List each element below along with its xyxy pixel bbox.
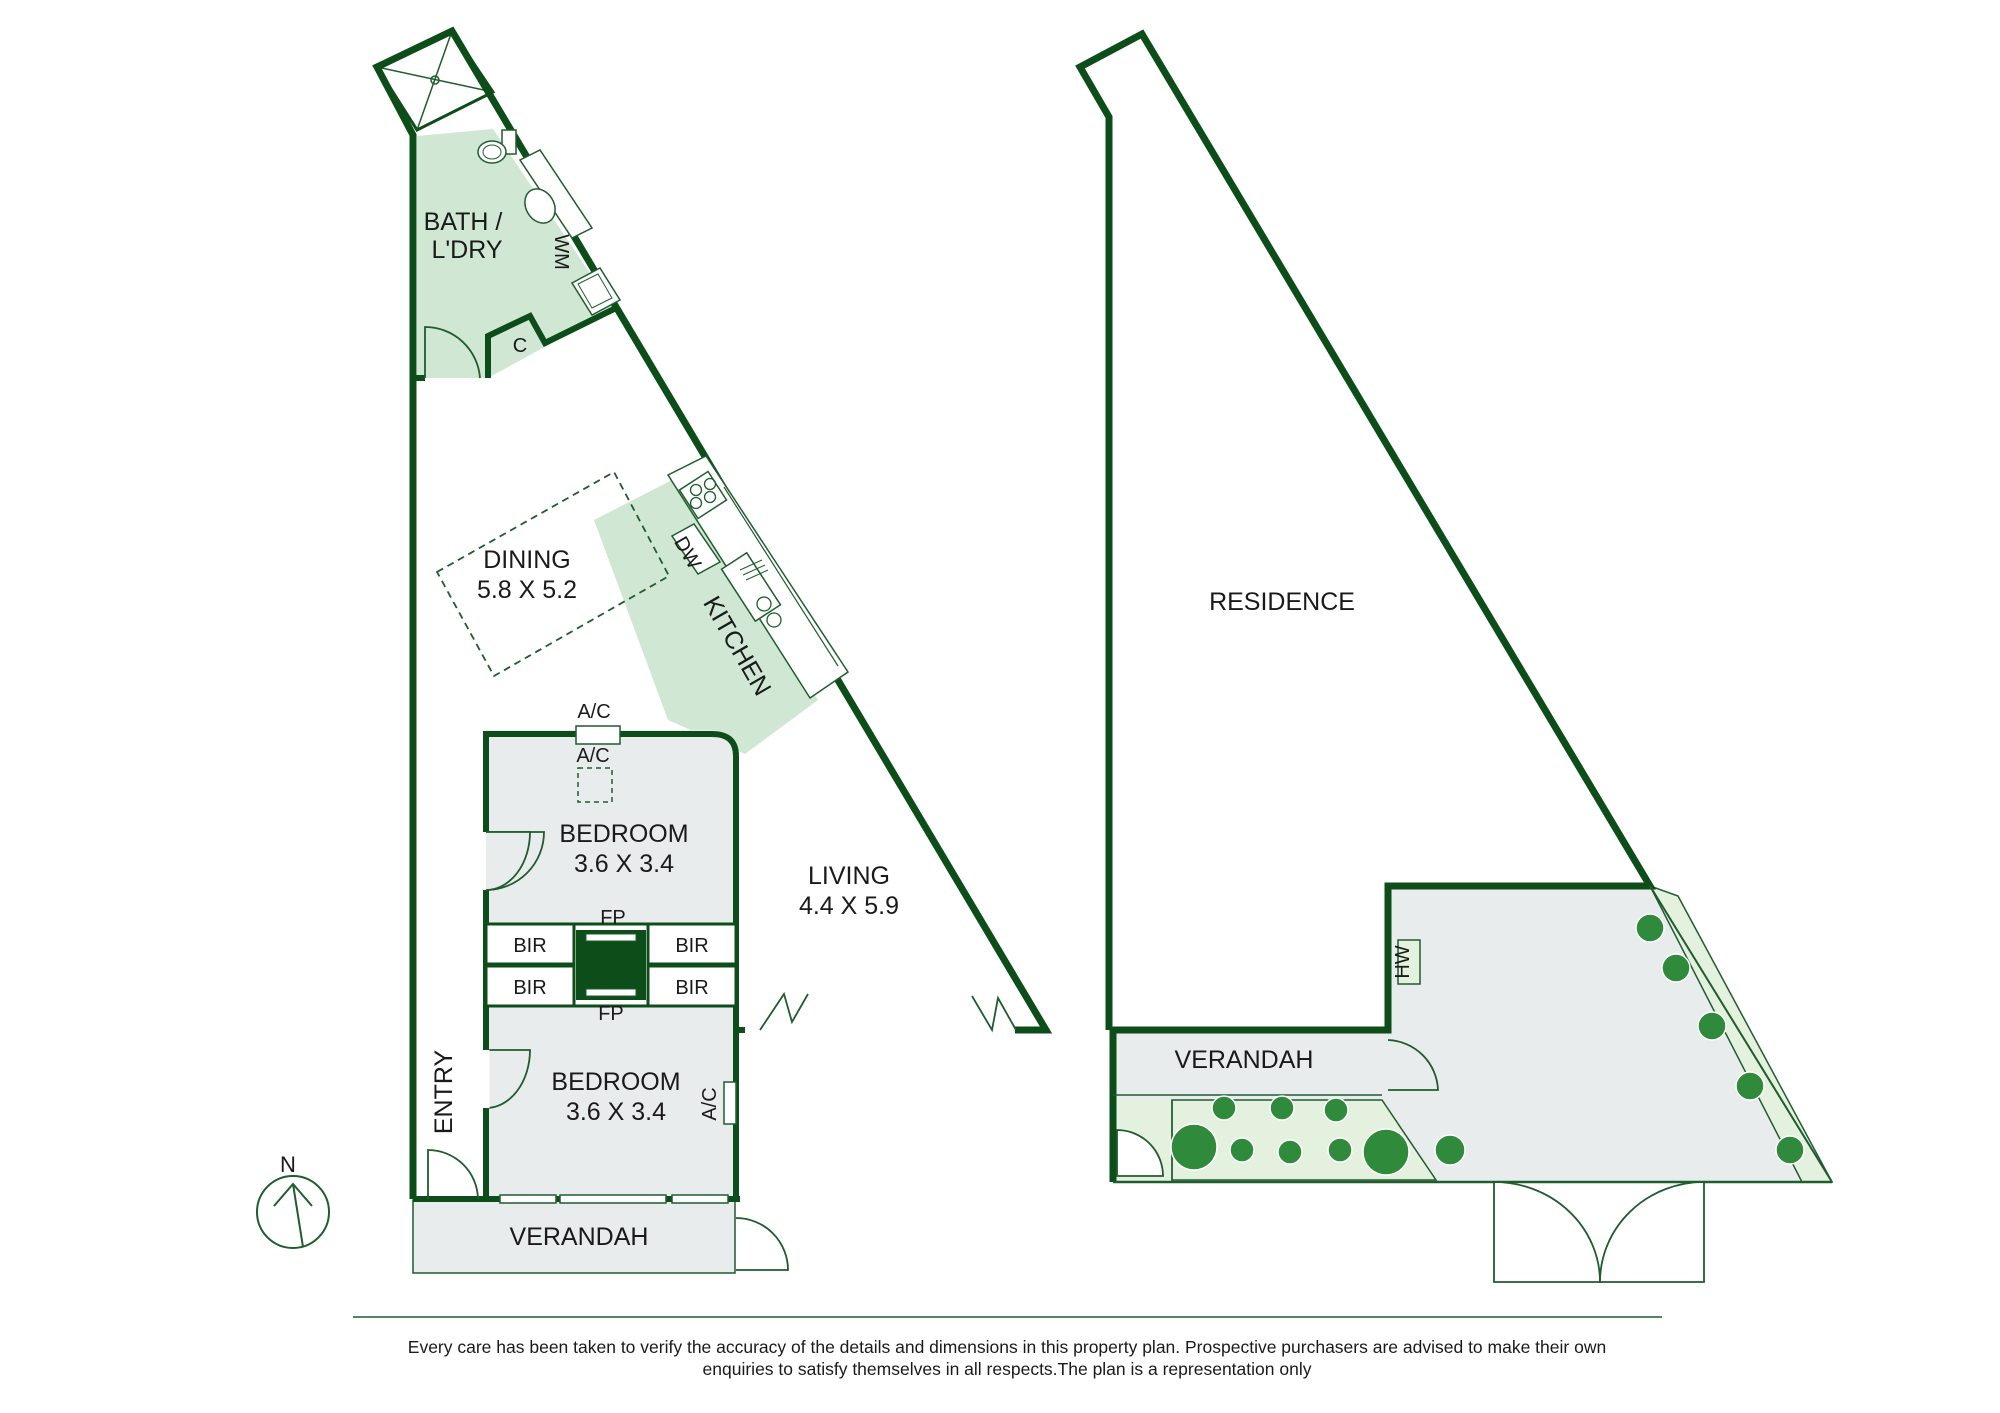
compass: N xyxy=(256,1152,330,1249)
verandah-rear-label: VERANDAH xyxy=(1175,1046,1314,1074)
bedroom-1-area xyxy=(486,730,736,924)
kitchen-area xyxy=(594,480,818,754)
garden-trees xyxy=(1170,913,1805,1176)
bedroom-2-area xyxy=(486,1006,736,1199)
bath-label-line2: L'DRY xyxy=(431,236,502,264)
tree-icon xyxy=(1269,1095,1295,1121)
sink-icon xyxy=(720,551,782,628)
ac-label-ceiling: A/C xyxy=(576,745,609,767)
bedroom-2-label: BEDROOM xyxy=(551,1068,680,1096)
cupboard-walls xyxy=(485,306,616,378)
bedroom-1-dimensions: 3.6 X 3.4 xyxy=(574,850,674,878)
living-label: LIVING xyxy=(808,862,890,890)
tree-icon xyxy=(1735,1071,1765,1101)
residence-label: RESIDENCE xyxy=(1209,588,1355,616)
rear-door-swing xyxy=(1387,1039,1439,1091)
tree-icon xyxy=(1327,1137,1353,1163)
verandah-door-swing xyxy=(735,1217,789,1271)
hot-water-unit xyxy=(1397,939,1421,985)
tree-icon xyxy=(1362,1128,1410,1176)
garden-door-swing xyxy=(1116,1129,1164,1177)
fireplace-block xyxy=(576,930,646,1000)
ac-unit-ceiling xyxy=(577,767,613,803)
fireplace-label-top: FP xyxy=(600,907,626,929)
tree-icon xyxy=(1661,953,1691,983)
trough-icon xyxy=(570,267,622,316)
north-arrow-icon xyxy=(256,1175,330,1249)
courtyard-wall-right xyxy=(1649,885,1833,1183)
fireplace-hearth-top xyxy=(585,933,637,942)
entry-label: ENTRY xyxy=(430,1050,458,1135)
skylight-diagonal-2 xyxy=(416,30,453,131)
window-1 xyxy=(499,1194,557,1204)
tree-icon xyxy=(1775,1135,1805,1165)
main-dwelling xyxy=(372,26,1053,1274)
ac-label-side: A/C xyxy=(699,1087,721,1120)
window-2 xyxy=(559,1194,667,1204)
tree-icon xyxy=(1323,1097,1349,1123)
bir-cupboard-3 xyxy=(646,922,738,966)
tree-icon xyxy=(1229,1137,1255,1163)
dishwasher xyxy=(670,523,722,575)
fireplace-hearth-bottom xyxy=(585,988,637,997)
tree-icon xyxy=(1434,1134,1466,1166)
bir-cupboard-2 xyxy=(484,964,576,1008)
cupboard-label: C xyxy=(513,335,527,357)
fireplace-label-bottom: FP xyxy=(598,1003,624,1025)
outer-wall xyxy=(372,26,1053,1199)
ac-label-top: A/C xyxy=(577,701,610,723)
disclaimer-line-2: enquiries to satisfy themselves in all r… xyxy=(703,1359,1312,1379)
skylight-center xyxy=(430,75,440,85)
gate-right xyxy=(1599,1181,1705,1283)
washing-machine-label: WM xyxy=(550,234,572,270)
bedroom-1-door-leaf xyxy=(485,831,531,891)
bath-laundry-area xyxy=(417,129,614,378)
bir-cupboard-1 xyxy=(484,922,576,966)
bath-door-swing xyxy=(424,326,481,379)
entry-door-swing xyxy=(427,1149,479,1200)
hot-water-label: HW xyxy=(1392,945,1414,978)
bedroom-1-label: BEDROOM xyxy=(559,820,688,848)
dining-dimensions: 5.8 X 5.2 xyxy=(477,576,577,604)
bedroom-walls xyxy=(483,731,739,1199)
tree-icon xyxy=(1697,1011,1727,1041)
tree-icon xyxy=(1170,1123,1218,1171)
bir-label-1: BIR xyxy=(513,935,546,957)
window-3 xyxy=(671,1194,729,1204)
living-door-left xyxy=(759,991,809,1031)
basin-icon xyxy=(518,149,594,239)
residence-block xyxy=(1075,29,1834,1283)
living-dimensions: 4.4 X 5.9 xyxy=(799,892,899,920)
tree-icon xyxy=(1635,913,1665,943)
bedroom-2-dimensions: 3.6 X 3.4 xyxy=(566,1098,666,1126)
dining-label: DINING xyxy=(483,546,571,574)
compass-label: N xyxy=(280,1152,296,1177)
gate-left xyxy=(1493,1181,1601,1283)
tree-icon xyxy=(1277,1139,1303,1165)
bir-label-2: BIR xyxy=(513,977,546,999)
bir-cupboard-4 xyxy=(646,964,738,1008)
cooktop-icon xyxy=(678,470,728,520)
disclaimer-line-1: Every care has been taken to verify the … xyxy=(408,1337,1606,1357)
dining-table-outline xyxy=(435,470,671,678)
rear-verandah-area xyxy=(1110,1032,1388,1094)
ac-unit-side xyxy=(723,1081,737,1125)
bath-label-line1: BATH / xyxy=(424,208,503,236)
toilet-icon xyxy=(477,129,517,164)
tree-icon xyxy=(1211,1095,1237,1121)
ac-unit-top xyxy=(575,725,621,745)
kitchen-bench xyxy=(666,455,850,700)
bir-label-3: BIR xyxy=(675,935,708,957)
verandah-front-label: VERANDAH xyxy=(510,1223,649,1251)
bedroom-2-door-swing xyxy=(485,1049,531,1109)
living-door-right xyxy=(971,995,1017,1033)
bir-label-4: BIR xyxy=(675,977,708,999)
verandah-front-area xyxy=(412,1199,736,1274)
